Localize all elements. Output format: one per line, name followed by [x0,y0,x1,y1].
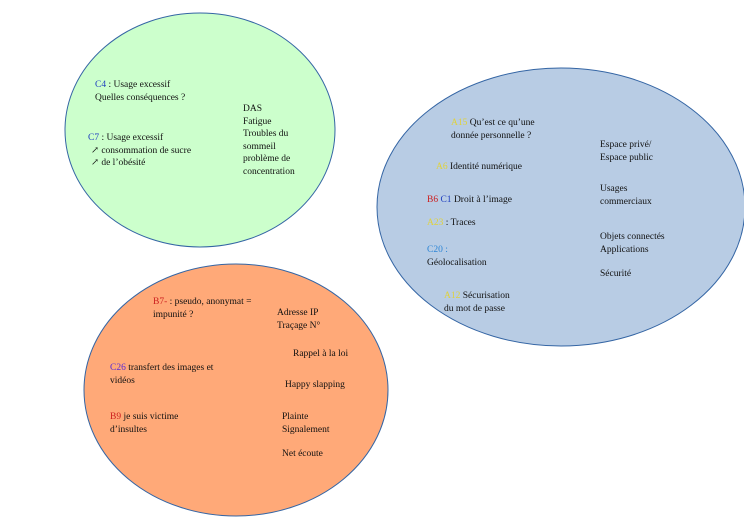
happy-text: Happy slapping [285,380,345,390]
b7-item: B7- : pseudo, anonymat = impunité ? [153,296,252,321]
a12-code: A12 [444,291,461,301]
b7-line1: : pseudo, anonymat = [169,297,252,307]
c4-code: C4 [95,80,107,90]
a6-text: Identité numérique [450,162,523,172]
das-line: DAS [243,104,263,114]
c20-text: Géolocalisation [427,257,487,268]
a6-item: A6 Identité numérique [436,161,522,174]
a15-code: A15 [451,118,468,128]
a23-item: A23 : Traces [427,217,476,230]
espace-item: Espace privé/ Espace public [600,139,653,164]
plainte-line: Plainte [282,412,309,422]
b9-code: B9 [110,412,122,422]
green-bubble [64,12,336,248]
a23-code: A23 [427,218,444,228]
happy-item: Happy slapping [285,379,345,392]
rappel-text: Rappel à la loi [293,349,349,359]
das-line: problème de [243,154,291,164]
a15-item: A15 Qu’est ce qu’une donnée personnelle … [451,117,535,142]
adresse-line: Traçage N° [277,320,321,331]
netecoute-text: Net écoute [282,449,323,459]
adresse-item: Adresse IP Traçage N° [277,307,320,332]
c4-line2: Quelles conséquences ? [95,92,186,103]
netecoute-item: Net écoute [282,448,323,461]
das-line: concentration [243,166,295,177]
c7-code: C7 [88,133,100,143]
objets-item: Objets connectés Applications [600,231,665,256]
c26-item: C26 transfert des images et vidéos [110,362,213,387]
plainte-item: Plainte Signalement [282,411,330,436]
c7-line3: ↗ de l’obésité [91,158,146,168]
blue-bubble [376,67,744,347]
das-list: DAS Fatigue Troubles du sommeil problème… [243,103,295,178]
objets-line: Objets connectés [600,232,665,242]
b6-code: B6 [427,195,439,205]
b6-c1-item: B6 C1 Droit à l’image [427,194,512,207]
a23-text: : Traces [445,218,476,228]
c4-item: C4 : Usage excessif Quelles conséquences… [95,79,185,104]
c26-line1: transfert des images et [128,363,214,373]
a12-line1: Sécurisation [462,291,510,301]
das-line: sommeil [243,141,276,152]
c7-line1: : Usage excessif [101,133,164,143]
a6-code: A6 [436,162,448,172]
b9-item: B9 je suis victime d’insultes [110,411,178,436]
b7-line2: impunité ? [153,309,194,320]
objets-line: Applications [600,244,649,255]
b9-line1: je suis victime [123,412,179,422]
securite-text: Sécurité [600,269,632,279]
adresse-line: Adresse IP [277,308,319,318]
orange-bubble [83,263,389,517]
c20-code: C20 : [427,245,448,255]
b9-line2: d’insultes [110,424,147,435]
a12-item: A12 Sécurisation du mot de passe [444,290,510,315]
c4-line1: : Usage excessif [108,80,171,90]
b6-c1-text: Droit à l’image [453,195,512,205]
espace-line: Espace public [600,152,654,163]
b7-code: B7- [153,297,168,307]
plainte-line: Signalement [282,424,330,435]
usages-line: commerciaux [600,196,652,207]
usages-item: Usages commerciaux [600,183,652,208]
c26-code: C26 [110,363,126,373]
a15-line2: donnée personnelle ? [451,130,532,141]
das-line: Troubles du [243,129,289,139]
das-line: Fatigue [243,116,272,127]
rappel-item: Rappel à la loi [293,348,348,361]
espace-line: Espace privé/ [600,140,652,150]
c7-line2: ↗ consommation de sucre [91,145,192,156]
c20-item: C20 : Géolocalisation [427,244,487,269]
c7-item: C7 : Usage excessif ↗ consommation de su… [88,132,191,170]
c26-line2: vidéos [110,375,135,386]
a12-line2: du mot de passe [444,303,505,314]
usages-line: Usages [600,184,628,194]
securite-item: Sécurité [600,268,631,281]
c1-code: C1 [440,195,452,205]
a15-line1: Qu’est ce qu’une [469,118,535,128]
